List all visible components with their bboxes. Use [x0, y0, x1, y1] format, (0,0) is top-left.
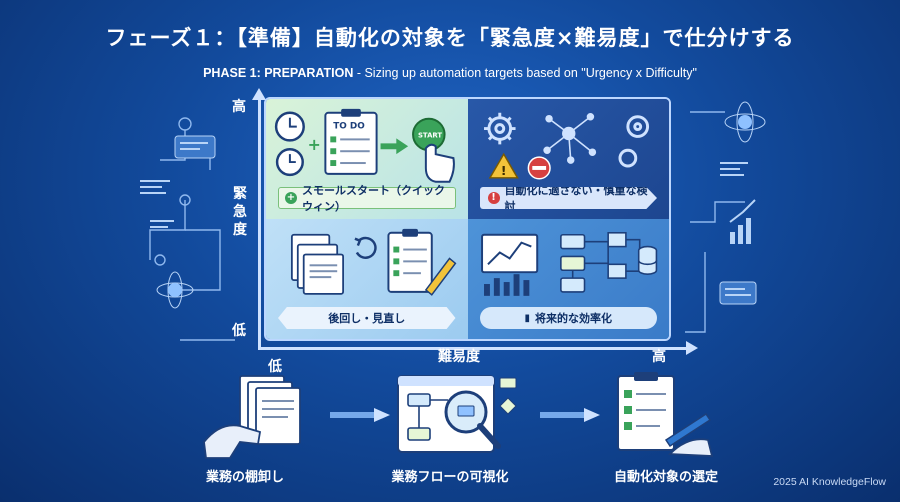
postpone-label-bar: 後回し・見直し [278, 307, 456, 329]
exclamation-icon: ! [487, 192, 500, 204]
refresh-icon [354, 236, 377, 259]
not-suitable-icons: ! [483, 112, 649, 180]
x-axis-low-label: 低 [268, 359, 282, 375]
urgency-difficulty-matrix: + TO DO START + スモールスタート（クイックウィン） [264, 97, 671, 341]
step-target-selection-label: 自動化対象の選定 [613, 470, 718, 485]
network-decoration-right [685, 101, 766, 333]
quadrant-postpone: 後回し・見直し [266, 219, 468, 339]
quick-win-label-bar: + スモールスタート（クイックウィン） [278, 184, 456, 213]
y-axis-low-label: 低 [232, 323, 246, 339]
subtitle-phase: PHASE 1: PREPARATION [203, 66, 354, 80]
quadrant-quick-win: + TO DO START + スモールスタート（クイックウィン） [266, 99, 468, 219]
page-title: フェーズ１：【準備】自動化の対象を「緊急度×難易度」で仕分けする [105, 26, 795, 50]
svg-text:+: + [308, 135, 321, 154]
todo-checklist-icon: TO DO [324, 108, 378, 175]
plus-icon: + [285, 192, 297, 204]
x-axis-high-label: 高 [652, 349, 666, 365]
difficulty-axis [258, 341, 698, 355]
flow-arrow-1 [330, 408, 390, 422]
postpone-label: 後回し・見直し [328, 312, 406, 325]
svg-text:!: ! [500, 164, 506, 179]
network-decoration-left [140, 117, 235, 341]
not-suitable-label-bar: ! 自動化に適さない・慎重な検討 [479, 187, 657, 209]
step-inventory-label: 業務の棚卸し [205, 470, 284, 485]
svg-text:START: START [418, 131, 442, 139]
page-subtitle: PHASE 1: PREPARATION - Sizing up automat… [0, 66, 900, 80]
x-axis-label: 難易度 [438, 349, 480, 365]
flow-arrow-2 [540, 408, 600, 422]
network-node-icon [542, 112, 596, 164]
credit-text: 2025 AI KnowledgeFlow [773, 476, 886, 488]
clipboard-pencil-icon [387, 228, 457, 296]
target-selection-step-icon [617, 372, 714, 457]
flow-visualization-step-icon [397, 375, 517, 453]
inventory-step-icon [203, 375, 301, 459]
future-efficiency-label-bar: ▮ 将来的な効率化 [479, 307, 657, 329]
atom-icon-left [156, 271, 194, 309]
quadrant-future-efficiency: ▮ 将来的な効率化 [467, 219, 669, 339]
quadrant-not-suitable: ! ! 自動化に適さない・慎重な検討 [467, 99, 669, 219]
atom-icon-right [724, 101, 766, 143]
database-icon [637, 245, 657, 275]
gear-icon [483, 112, 649, 168]
postpone-icons [290, 228, 457, 296]
flowchart-icon [559, 232, 640, 293]
step-flow-visualization-label: 業務フローの可視化 [391, 470, 509, 485]
svg-text:TO DO: TO DO [333, 122, 365, 132]
y-axis-label: 緊急度 [233, 186, 247, 238]
clock-icon [274, 111, 305, 177]
urgency-axis [252, 88, 266, 350]
not-suitable-label: 自動化に適さない・慎重な検討 [504, 184, 648, 213]
bar-chart-icon: ▮ [524, 312, 530, 324]
warning-icon: ! [488, 152, 519, 179]
quick-win-label: スモールスタート（クイックウィン） [302, 184, 445, 213]
y-axis-high-label: 高 [232, 99, 246, 115]
future-efficiency-icons [480, 232, 657, 296]
no-entry-icon [527, 156, 551, 180]
future-efficiency-label: 将来的な効率化 [535, 312, 612, 325]
start-button-icon: START [412, 117, 455, 183]
chart-board-icon [480, 233, 538, 296]
quick-win-icons: + TO DO START [274, 108, 455, 183]
subtitle-description: - Sizing up automation targets based on … [353, 66, 697, 80]
